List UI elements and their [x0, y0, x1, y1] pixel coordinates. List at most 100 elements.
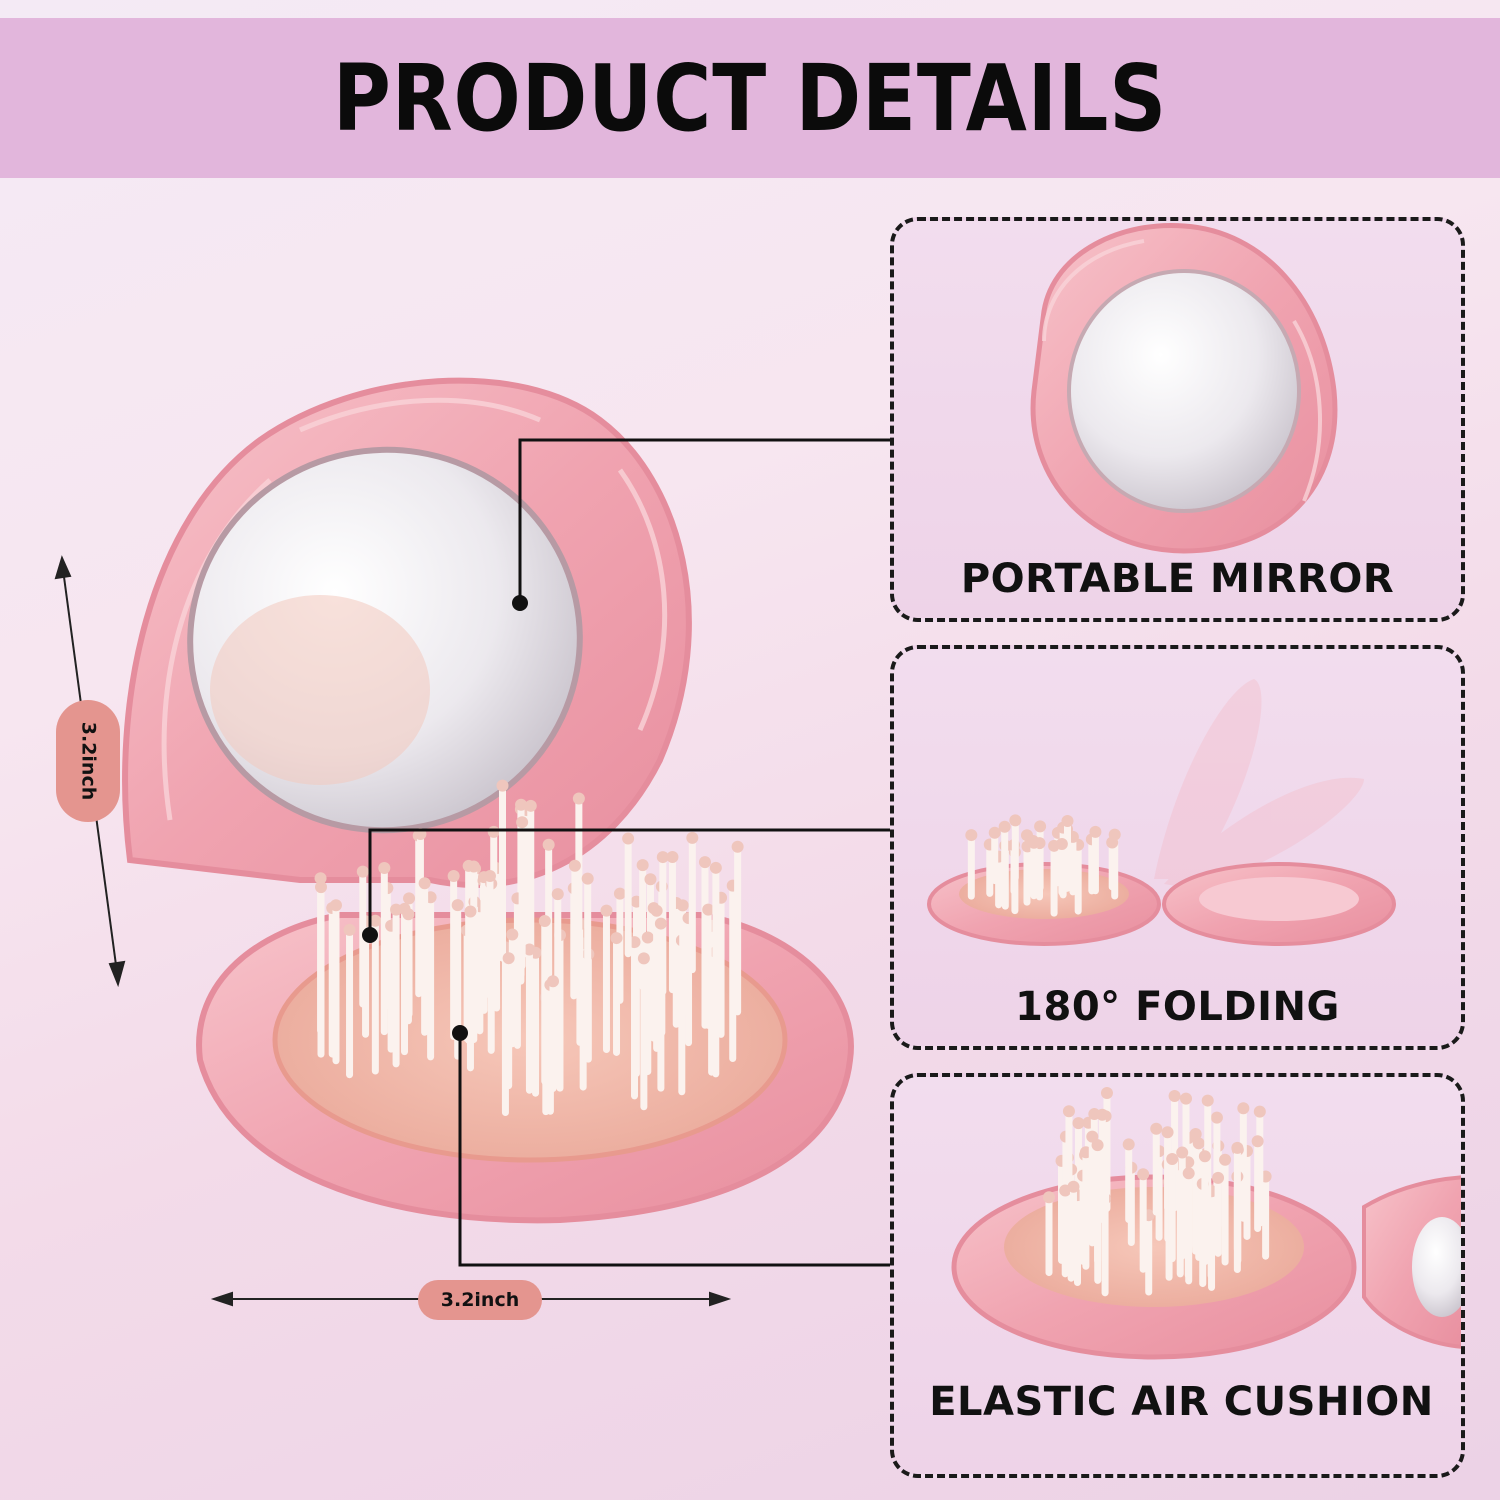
bristle-tip	[467, 860, 480, 873]
bristle-tip	[698, 856, 711, 869]
bristle-tip	[523, 943, 536, 956]
bristle-tip	[1055, 838, 1068, 851]
bristle-tip	[314, 872, 327, 885]
bristle-tip	[496, 779, 509, 792]
bristle-tip	[1034, 820, 1047, 833]
bristle-tip	[487, 825, 500, 838]
bristle-tip	[1009, 814, 1022, 827]
bristle-tip	[1072, 1117, 1085, 1130]
bristle-tip	[451, 899, 464, 912]
bristle-tip	[641, 931, 654, 944]
bristle-tip	[542, 838, 555, 851]
bristle-tip	[600, 904, 613, 917]
bristle-tip	[644, 873, 657, 886]
bristle-tip	[1067, 1180, 1080, 1193]
bristle-tip	[1210, 1111, 1223, 1124]
bristle-tip	[1106, 836, 1119, 849]
bristle-tip	[369, 914, 382, 927]
bristle-tip	[1176, 1146, 1189, 1159]
bristle-tip	[998, 820, 1011, 833]
bristle-tip	[1096, 1108, 1109, 1121]
bristle-tip	[547, 975, 560, 988]
bristle-tip	[1137, 1168, 1150, 1181]
bristle-tip	[686, 831, 699, 844]
bristle-tip	[356, 865, 369, 878]
bristle-tip	[666, 851, 679, 864]
callout-dots	[362, 595, 528, 1041]
bristle-tip	[637, 952, 650, 965]
bristle-tip	[418, 877, 431, 890]
bristle-tip	[1062, 1105, 1075, 1118]
bristle-tip	[447, 869, 460, 882]
height-dimension-label: 3.2inch	[77, 721, 99, 801]
bristle-tip	[1212, 1171, 1225, 1184]
feature-label-180-folding: 180° FOLDING	[1015, 984, 1340, 1030]
bristle-tip	[1042, 1191, 1055, 1204]
feature-label-elastic-air-cushion: ELASTIC AIR CUSHION	[929, 1379, 1434, 1425]
bristle-tip	[402, 908, 415, 921]
height-dimension-badge: 3.2inch	[56, 700, 120, 822]
bristle-tip	[538, 914, 551, 927]
width-dimension-label: 3.2inch	[440, 1289, 520, 1311]
bristle-tip	[329, 899, 342, 912]
bristle-tip	[1168, 1090, 1181, 1103]
bristle-tip	[1150, 1122, 1163, 1135]
bristle-tip	[1231, 1141, 1244, 1154]
bristle-tip	[709, 861, 722, 874]
bristle-tip	[1198, 1150, 1211, 1163]
bristle-tip	[636, 859, 649, 872]
bristle-tip	[650, 904, 663, 917]
feature-label-portable-mirror: PORTABLE MIRROR	[960, 556, 1395, 602]
title-banner: PRODUCT DETAILS	[0, 18, 1500, 178]
bristle-tip	[551, 888, 564, 901]
bristle-tip	[502, 952, 515, 965]
bristle-tip	[656, 851, 669, 864]
bristle-tip	[1122, 1138, 1135, 1151]
bristle-tip	[1201, 1094, 1214, 1107]
bristle-tip	[572, 792, 585, 805]
bristle-tip	[1251, 1135, 1264, 1148]
bristle-tip	[516, 816, 529, 829]
bristle-tip	[702, 903, 715, 916]
bristle-tip	[581, 872, 594, 885]
page-title: PRODUCT DETAILS	[332, 44, 1168, 152]
bristle-tip	[464, 905, 477, 918]
bristle-tip	[622, 832, 635, 845]
bristle-tip	[524, 799, 537, 812]
bristle-tip	[506, 928, 519, 941]
bristle-tip	[1192, 1137, 1205, 1150]
bristle-tip	[314, 881, 327, 894]
bristle-tip	[731, 840, 744, 853]
bristle-tip	[1161, 1126, 1174, 1139]
bristle-tip	[403, 892, 416, 905]
width-dimension-badge: 3.2inch	[418, 1280, 542, 1320]
feature-card-180-folding: 180° FOLDING	[890, 645, 1465, 1050]
mirror-reflection	[210, 595, 430, 785]
folding-image	[927, 679, 1396, 946]
bristle-tip	[965, 829, 978, 842]
air-cushion-image	[951, 1087, 1461, 1360]
bristle-tip	[1253, 1105, 1266, 1118]
bristle-tip	[515, 798, 528, 811]
bristle-tip	[1166, 1152, 1179, 1165]
bristle-tip	[1061, 815, 1074, 828]
bristle-tip	[988, 826, 1001, 839]
feature-card-elastic-air-cushion: ELASTIC AIR CUSHION	[890, 1073, 1465, 1478]
bristle-tip	[1027, 836, 1040, 849]
bristle-tip	[610, 932, 623, 945]
bristle-tip	[613, 887, 626, 900]
bristle-tip	[483, 870, 496, 883]
bristle-tip	[1091, 1139, 1104, 1152]
bristle-tip	[1100, 1087, 1113, 1100]
bristle-tip	[378, 861, 391, 874]
bristle-tip	[1219, 1153, 1232, 1166]
bristle-tip	[1180, 1092, 1193, 1105]
bristle-tip	[1182, 1167, 1195, 1180]
feature-card-portable-mirror: PORTABLE MIRROR	[890, 217, 1465, 622]
portable-mirror-image	[1030, 222, 1338, 554]
bristle-tip	[568, 859, 581, 872]
bristle-tip	[676, 899, 689, 912]
callout-lines	[368, 438, 890, 1267]
bristle-tip	[1237, 1102, 1250, 1115]
